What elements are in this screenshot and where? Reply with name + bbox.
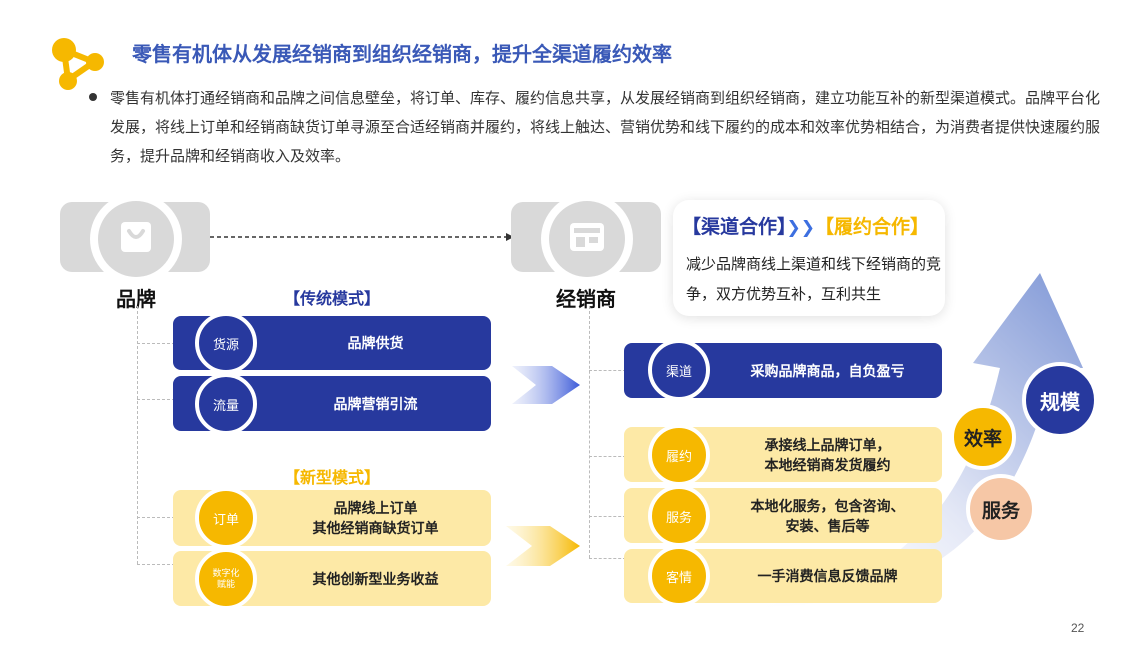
body-paragraph: 零售有机体打通经销商和品牌之间信息壁垒，将订单、库存、履约信息共享，从发展经销商… bbox=[110, 90, 1101, 165]
bullet-dot bbox=[89, 93, 97, 101]
page-title: 零售有机体从发展经销商到组织经销商，提升全渠道履约效率 bbox=[132, 44, 672, 66]
order-text-line2: 其他经销商缺货订单 bbox=[312, 520, 439, 536]
service-tag: 服务 bbox=[648, 485, 710, 547]
channel-coop-label: 【渠道合作】 bbox=[682, 217, 787, 238]
scale-bubble: 规模 bbox=[1022, 362, 1098, 438]
storefront-icon bbox=[570, 223, 604, 251]
channel-text: 采购品牌商品，自负盈亏 bbox=[750, 362, 905, 379]
digital-tag-line1: 数字化 bbox=[212, 568, 240, 578]
molecule-logo-icon bbox=[52, 38, 104, 90]
digital-tag: 数字化 赋能 bbox=[195, 548, 257, 610]
order-text: 品牌线上订单 其他经销商缺货订单 bbox=[260, 490, 491, 546]
digital-text: 其他创新型业务收益 bbox=[312, 570, 439, 587]
fulfillment-text: 承接线上品牌订单， 本地经销商发货履约 bbox=[713, 427, 942, 482]
service-text-line2: 安装、售后等 bbox=[785, 517, 870, 534]
tree-branch bbox=[137, 343, 175, 344]
order-text-line1: 品牌线上订单 bbox=[333, 500, 418, 516]
supply-tag: 货源 bbox=[195, 312, 257, 374]
service-text-line1: 本地化服务，包含咨询、 bbox=[750, 497, 905, 514]
tree-branch bbox=[589, 516, 626, 517]
service-bubble: 服务 bbox=[966, 474, 1036, 544]
fulfillment-text-line2: 本地经销商发货履约 bbox=[764, 456, 891, 473]
cooperation-callout bbox=[673, 200, 945, 316]
growth-arrow bbox=[735, 273, 1083, 608]
dealer-tree-line bbox=[589, 306, 590, 558]
traffic-tag: 流量 bbox=[195, 373, 257, 435]
tree-branch bbox=[137, 399, 175, 400]
traditional-mode-label: 【传统模式】 bbox=[284, 291, 381, 308]
shopping-bag-icon bbox=[121, 222, 151, 252]
brand-label: 品牌 bbox=[116, 289, 156, 311]
blue-chevron-arrow bbox=[512, 366, 580, 404]
tree-branch bbox=[589, 456, 626, 457]
tree-branch bbox=[589, 558, 626, 559]
tree-branch bbox=[137, 517, 175, 518]
tree-branch bbox=[589, 370, 626, 371]
new-mode-label: 【新型模式】 bbox=[284, 470, 381, 487]
channel-tag: 渠道 bbox=[648, 339, 710, 401]
supply-text: 品牌供货 bbox=[347, 335, 404, 351]
yellow-chevron-arrow bbox=[506, 526, 580, 566]
order-tag: 订单 bbox=[195, 487, 257, 549]
tree-branch bbox=[137, 564, 175, 565]
dealer-label: 经销商 bbox=[556, 289, 616, 311]
service-text: 本地化服务，包含咨询、 安装、售后等 bbox=[713, 488, 942, 543]
customer-tag: 客情 bbox=[648, 545, 710, 607]
efficiency-bubble: 效率 bbox=[950, 404, 1016, 470]
customer-text: 一手消费信息反馈品牌 bbox=[757, 568, 898, 584]
traffic-text: 品牌营销引流 bbox=[333, 395, 418, 412]
fulfillment-text-line1: 承接线上品牌订单， bbox=[764, 436, 891, 453]
dashed-connector-arrow bbox=[210, 233, 514, 241]
double-arrow-icon: ❯❯ bbox=[786, 218, 816, 237]
callout-heading: 【渠道合作】❯❯【履约合作】 bbox=[682, 212, 929, 239]
fulfillment-coop-label: 【履约合作】 bbox=[815, 217, 930, 238]
brand-tree-line bbox=[137, 306, 138, 564]
callout-body: 减少品牌商线上渠道和线下经销商的竞争，双方优势互补，互利共生 bbox=[686, 256, 942, 303]
page-number: 22 bbox=[1071, 621, 1085, 635]
fulfillment-tag: 履约 bbox=[648, 424, 710, 486]
digital-tag-line2: 赋能 bbox=[216, 579, 235, 589]
